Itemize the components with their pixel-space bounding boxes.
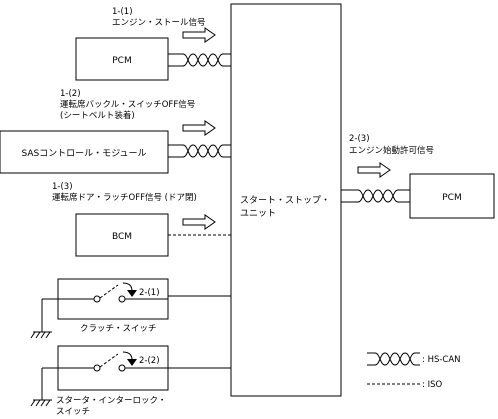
bcm-box bbox=[75, 213, 169, 257]
unit-label-line1: スタート・ストップ・ bbox=[240, 195, 330, 206]
pcm-right-label: PCM bbox=[442, 193, 461, 203]
pcm-right-connection: PCM bbox=[341, 173, 495, 219]
legend-iso-label: : ISO bbox=[422, 380, 442, 390]
legend: : HS-CAN : ISO bbox=[367, 352, 461, 390]
pcm-right-box bbox=[409, 173, 495, 219]
signal-1-1-number: 1-(1) bbox=[112, 7, 133, 17]
starter-switch-symbol bbox=[58, 351, 168, 372]
start-stop-unit bbox=[230, 3, 342, 397]
legend-hscan-symbol bbox=[367, 352, 420, 366]
signal-1-2-text1: 運転席バックル・スイッチOFF信号 bbox=[60, 99, 195, 110]
bcm-label: BCM bbox=[112, 232, 132, 242]
signal-1-2-text2: (シートベルト装着) bbox=[60, 110, 135, 121]
starter-switch-label2: スイッチ bbox=[56, 407, 90, 417]
ground-symbol-starter bbox=[30, 399, 52, 407]
signal-1-3-text: 運転席ドア・ラッチOFF信号 (ドア閉) bbox=[52, 192, 197, 203]
starter-switch-number: 2-(2) bbox=[139, 356, 160, 366]
sas-connection: SASコントロール・モジュール bbox=[0, 130, 231, 174]
signal-1-3-number: 1-(3) bbox=[52, 182, 73, 192]
clutch-switch-circuit: 2-(1) クラッチ・スイッチ bbox=[30, 278, 231, 339]
pcm-left-label: PCM bbox=[112, 56, 131, 66]
clutch-switch-number: 2-(1) bbox=[139, 288, 160, 298]
signal-1-2-number: 1-(2) bbox=[60, 89, 81, 99]
signal-2-3-text: エンジン始動許可信号 bbox=[349, 145, 434, 156]
bcm-connection: BCM bbox=[75, 213, 231, 257]
signal-arrow-1-2 bbox=[182, 120, 216, 136]
legend-hscan-label: : HS-CAN bbox=[422, 355, 461, 365]
clutch-switch-symbol bbox=[58, 282, 168, 303]
signal-arrow-2-3 bbox=[357, 162, 391, 178]
starter-interlock-circuit: 2-(2) スタータ・インターロック・ スイッチ bbox=[30, 345, 231, 417]
unit-label-line2: ユニット bbox=[240, 209, 276, 219]
signal-arrow-1-1 bbox=[182, 27, 216, 43]
sas-label: SASコントロール・モジュール bbox=[21, 149, 146, 159]
clutch-switch-label: クラッチ・スイッチ bbox=[80, 324, 157, 334]
starter-switch-label1: スタータ・インターロック・ bbox=[56, 396, 166, 406]
ground-symbol-clutch bbox=[30, 331, 52, 339]
signal-2-3-number: 2-(3) bbox=[349, 134, 370, 144]
sas-box bbox=[0, 130, 169, 174]
signal-1-1-text: エンジン・ストール信号 bbox=[112, 17, 206, 28]
pcm-left-box bbox=[75, 37, 169, 81]
signal-arrow-1-3 bbox=[182, 214, 216, 230]
pcm-left-connection: PCM bbox=[75, 37, 231, 81]
